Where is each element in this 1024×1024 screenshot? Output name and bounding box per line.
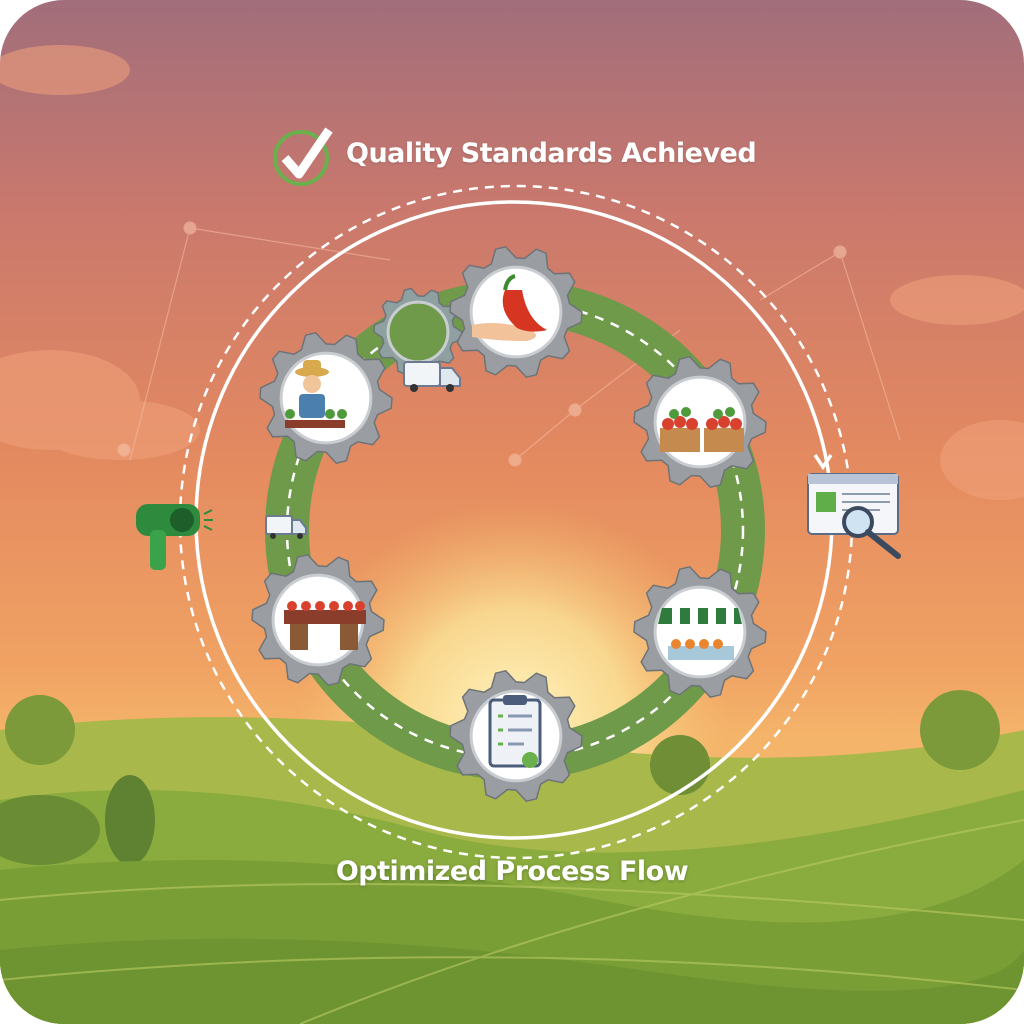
harvest-table-icon — [284, 601, 366, 650]
delivery-truck-icon — [265, 361, 461, 539]
check-circle-icon — [273, 127, 333, 186]
page-title: Quality Standards Achieved — [346, 138, 757, 169]
checklist-clipboard-icon — [488, 695, 542, 768]
chili-in-hand-icon — [472, 274, 547, 341]
gear-hub — [386, 300, 450, 364]
market-stall-icon — [658, 608, 742, 660]
network-lines — [117, 221, 901, 467]
browser-search-icon — [807, 473, 901, 559]
produce-crates-icon — [660, 407, 744, 452]
footer-caption: Optimized Process Flow — [335, 856, 689, 887]
clouds — [0, 45, 1024, 500]
step-icon-frame — [279, 351, 373, 445]
farmer-icon — [285, 360, 347, 428]
step-icon-frame — [653, 585, 747, 679]
flow-arrowhead — [813, 454, 833, 471]
scanner-icon — [136, 504, 213, 570]
fields — [0, 690, 1024, 1024]
